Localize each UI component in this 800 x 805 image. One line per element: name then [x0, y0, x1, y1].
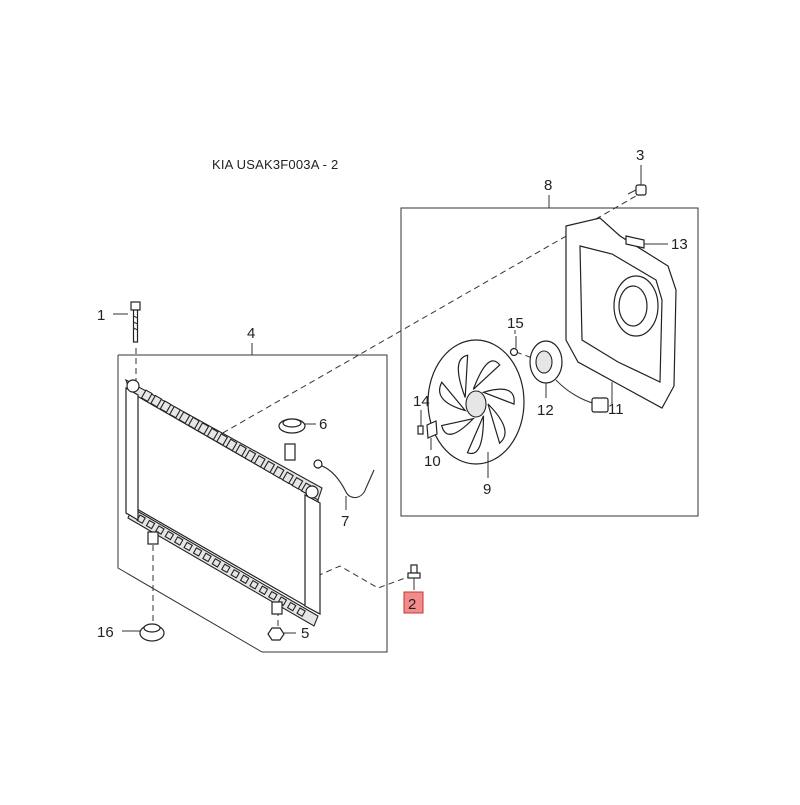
callout-9: 9 — [483, 481, 491, 498]
radiator-fin-bottom — [258, 585, 269, 596]
radiator-fin-top — [225, 438, 238, 452]
radiator-fin-bottom — [286, 601, 297, 612]
callout-7: 7 — [341, 513, 349, 530]
part-2-drain-plug — [407, 564, 421, 590]
callout-14: 14 — [413, 393, 430, 410]
radiator-fin-top — [187, 416, 200, 430]
part-6-radiator-cap — [278, 418, 316, 434]
part-16-bushing — [122, 623, 165, 642]
callout-2: 2 — [408, 596, 416, 613]
part-15-screw — [509, 336, 519, 357]
radiator-fin-bottom — [230, 568, 241, 579]
callout-6: 6 — [319, 416, 327, 433]
radiator — [125, 378, 323, 627]
radiator-fin-bottom — [296, 607, 306, 617]
callout-3: 3 — [636, 147, 644, 164]
callout-10: 10 — [424, 453, 441, 470]
callout-13: 13 — [671, 236, 688, 253]
radiator-fin-top — [291, 476, 304, 490]
part-7-hose — [313, 459, 375, 510]
fan-blade — [457, 354, 469, 398]
radiator-fin-top — [253, 454, 266, 468]
fan-blade — [472, 360, 501, 390]
radiator-fin-bottom — [202, 552, 212, 563]
fan-group-box — [400, 195, 699, 517]
callout-4: 4 — [247, 325, 255, 342]
radiator-fins — [136, 389, 313, 617]
radiator-fin-top — [206, 427, 219, 441]
radiator-fin-top — [140, 389, 153, 403]
callout-8: 8 — [544, 177, 552, 194]
callout-1: 1 — [97, 307, 105, 324]
fan-blade — [439, 381, 467, 412]
fan-blades — [439, 354, 515, 455]
part-11-shroud — [555, 217, 677, 413]
radiator-fin-top — [244, 449, 257, 463]
callout-5: 5 — [301, 625, 309, 642]
radiator-fin-top — [150, 394, 163, 408]
callout-2-highlight — [403, 591, 424, 614]
radiator-fin-top — [281, 471, 294, 485]
part-10-clip — [426, 420, 438, 450]
fan-blade — [481, 388, 515, 405]
radiator-fin-top — [168, 405, 182, 419]
radiator-fin-top — [178, 411, 191, 424]
part-3-screw — [627, 165, 647, 196]
part-1-bolt — [113, 301, 141, 343]
radiator-fin-bottom — [220, 563, 231, 574]
radiator-fin-bottom — [268, 590, 278, 601]
fan-blade — [487, 403, 506, 445]
callout-16: 16 — [97, 624, 114, 641]
radiator-fin-top — [234, 444, 247, 457]
radiator-fin-bottom — [145, 519, 156, 530]
callout-11: 11 — [608, 401, 624, 418]
fan-blade — [466, 415, 485, 455]
radiator-fin-top — [272, 465, 285, 479]
radiator-group-box — [117, 343, 388, 653]
part-14-washer — [417, 410, 424, 435]
radiator-fin-bottom — [211, 558, 222, 568]
radiator-fin-bottom — [239, 574, 250, 585]
fan-blade — [440, 417, 476, 435]
part-5-nut — [267, 627, 296, 641]
part-12-motor — [529, 340, 563, 398]
radiator-fin-bottom — [249, 579, 259, 590]
radiator-fin-bottom — [164, 530, 175, 541]
radiator-fin-top — [197, 422, 210, 435]
radiator-fin-bottom — [192, 547, 203, 557]
radiator-fin-top — [263, 460, 276, 474]
part-13-label — [625, 235, 668, 249]
callout-labels: 1 2 3 4 5 6 7 8 9 10 11 12 13 14 15 16 — [97, 147, 688, 642]
radiator-fin-top — [216, 433, 229, 446]
callout-15: 15 — [507, 315, 524, 332]
radiator-fin-bottom — [173, 536, 184, 546]
diagram-title: KIA USAK3F003A - 2 — [212, 157, 339, 172]
callout-12: 12 — [537, 402, 554, 419]
part-9-fan — [427, 339, 525, 478]
radiator-fin-bottom — [183, 541, 194, 552]
radiator-fin-top — [159, 400, 172, 414]
